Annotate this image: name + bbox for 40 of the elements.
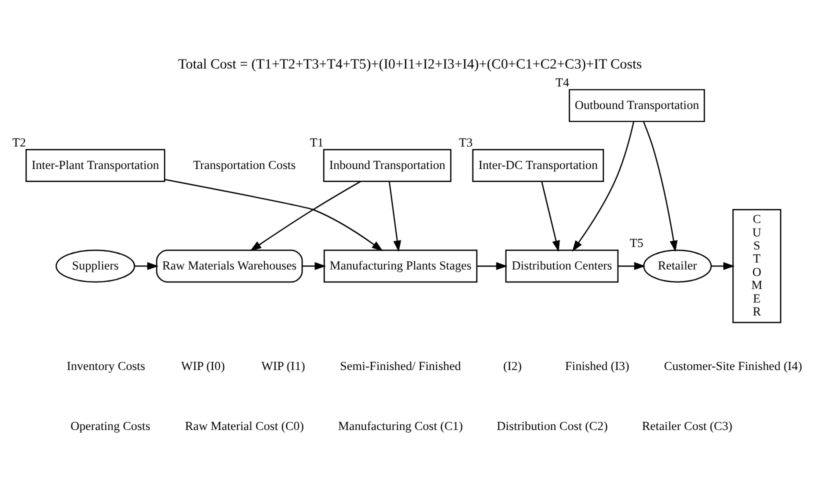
arrow: [618, 262, 646, 270]
label: WIP (I0): [181, 358, 225, 372]
arrow: [712, 262, 735, 270]
node-box: Distribution Centers: [505, 249, 619, 282]
arrow: [250, 180, 361, 251]
label: (I2): [503, 358, 522, 372]
node-label: T4: [556, 74, 570, 89]
arrow: [388, 180, 402, 252]
node-ellipse: Suppliers: [56, 249, 136, 282]
node-box: CUSTOMER: [732, 208, 782, 323]
diagram-title: Total Cost = (T1+T2+T3+T4+T5)+(I0+I1+I2+I3+I4)+(C0+C1+C2+C3)+IT Costs: [178, 56, 642, 72]
node-label: T3: [458, 134, 473, 149]
node-box: Manufacturing Plants Stages: [324, 249, 478, 282]
arrow: [541, 180, 560, 252]
arrow: [643, 121, 678, 252]
node-label: T1: [310, 134, 324, 149]
arrow: [477, 262, 508, 270]
label: Transportation Costs: [193, 157, 296, 172]
label: Raw Material Cost (C0): [185, 418, 304, 432]
arrow: [134, 262, 159, 270]
label: WIP (I1): [261, 358, 306, 372]
label: Finished (I3): [565, 358, 630, 372]
arrow: [572, 120, 634, 252]
label: Semi-Finished/ Finished: [340, 358, 461, 372]
node-box: Inbound Transportation: [323, 148, 452, 182]
node-ellipse: Retailer: [643, 249, 712, 282]
label: Operating Costs: [70, 418, 150, 432]
label: Customer-Site Finished (I4): [664, 358, 802, 372]
node-box: Inter-DC Transportation: [472, 148, 604, 182]
label: Retailer Cost (C3): [642, 418, 732, 432]
node-box: Outbound Transportation: [568, 88, 705, 122]
label: Distribution Cost (C2): [496, 418, 608, 432]
node-label: T5: [630, 235, 644, 250]
label: Inventory Costs: [66, 358, 146, 372]
node-box: Raw Materials Warehouses: [156, 249, 303, 282]
label: Manufacturing Cost (C1): [338, 418, 463, 432]
arrow: [164, 178, 384, 251]
arrow: [302, 262, 326, 270]
node-box: Inter-Plant Transportation: [26, 148, 166, 182]
node-label: T2: [12, 134, 26, 149]
